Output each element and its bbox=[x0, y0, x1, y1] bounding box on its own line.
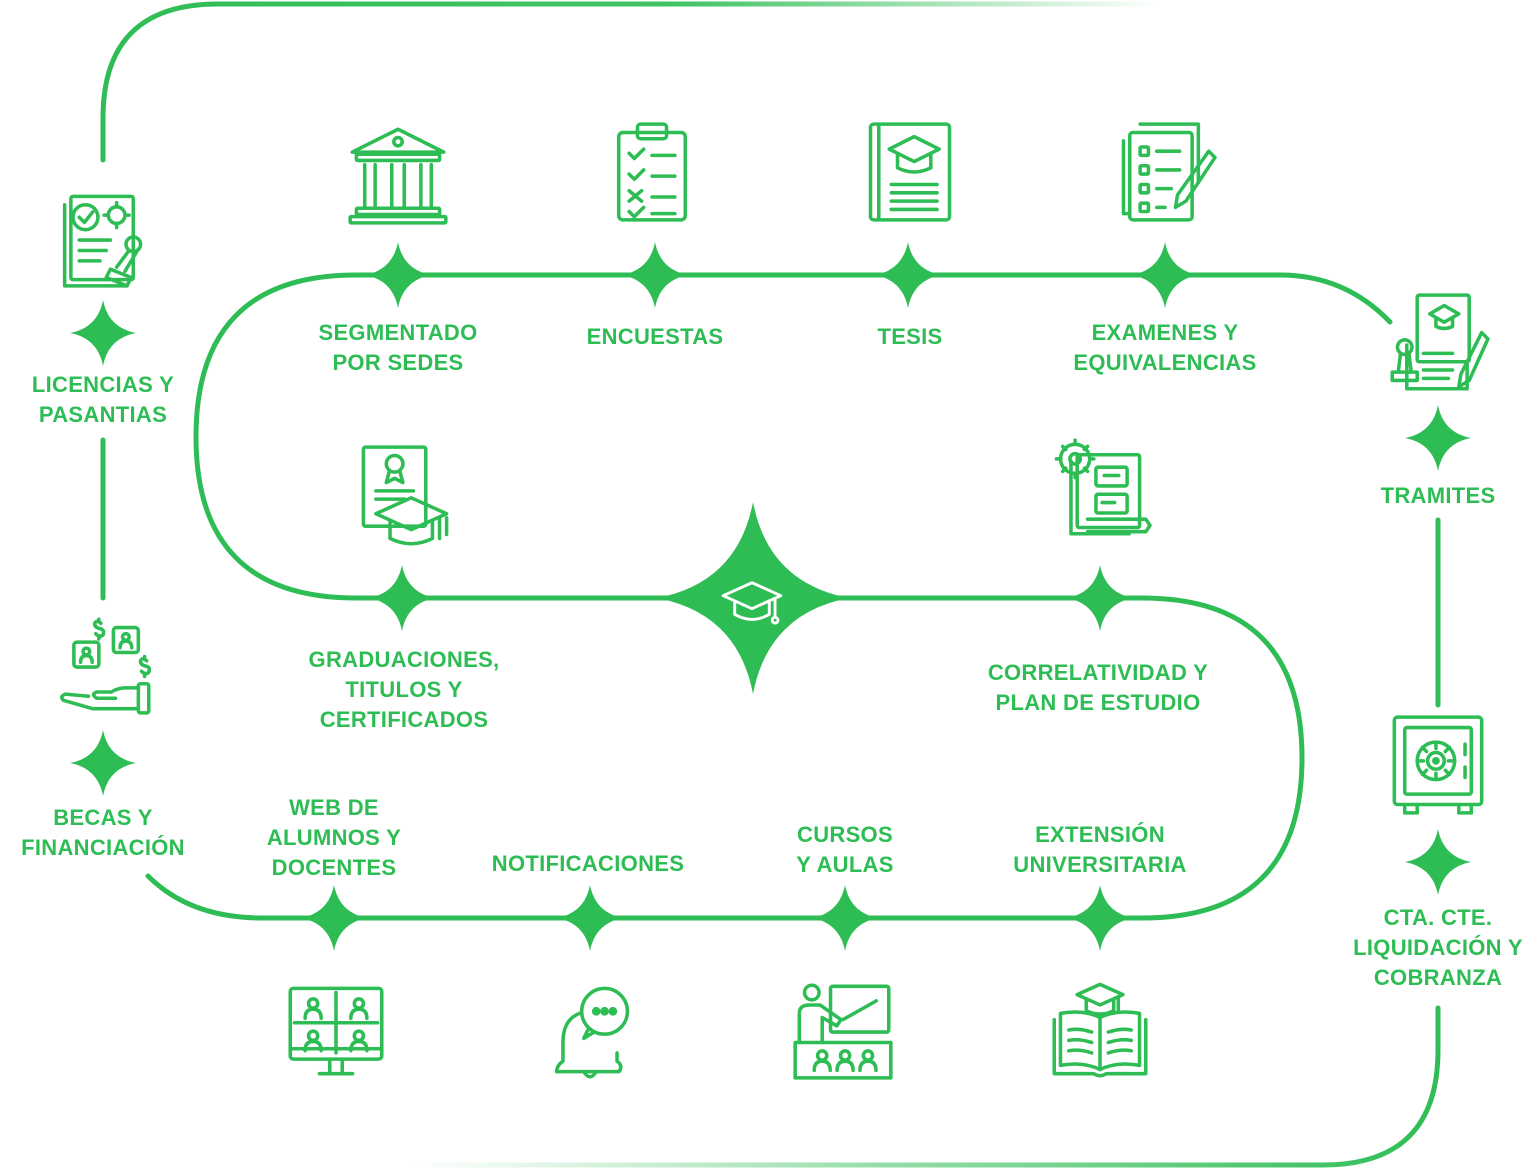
exam-paper-pencil-icon bbox=[1121, 122, 1217, 222]
outer-track bbox=[100, 1, 1441, 1168]
stage-label-line: GRADUACIONES, bbox=[308, 647, 500, 672]
university-building-icon bbox=[348, 127, 448, 225]
stage-label-line: LICENCIAS Y bbox=[31, 372, 175, 397]
video-conference-monitor-icon bbox=[288, 986, 384, 1076]
stage-label-line: EXTENSIÓN bbox=[1035, 822, 1165, 847]
safe-box-icon bbox=[1392, 715, 1484, 815]
stage-label-line: COBRANZA bbox=[1373, 965, 1503, 990]
classroom-teacher-icon bbox=[793, 983, 893, 1080]
stage-label-line: TESIS bbox=[877, 324, 943, 349]
outer-track-top bbox=[100, 1, 1163, 163]
scholarship-hand-icon bbox=[60, 617, 152, 715]
stage-label-line: CORRELATIVIDAD Y bbox=[987, 660, 1209, 685]
inner-track bbox=[145, 272, 1393, 921]
stage-label-line: WEB DE bbox=[289, 795, 379, 820]
stage-label-line: FINANCIACIÓN bbox=[21, 835, 185, 860]
thesis-book-icon bbox=[868, 122, 952, 222]
stage-label-line: PLAN DE ESTUDIO bbox=[995, 690, 1201, 715]
center-star-shape bbox=[657, 502, 849, 694]
survey-clipboard-icon bbox=[616, 122, 688, 222]
stage-label-line: TITULOS Y bbox=[345, 677, 463, 702]
stage-label-encuestas: ENCUESTAS bbox=[587, 322, 724, 352]
connector-star-licencias bbox=[70, 300, 136, 366]
connector-star-tramites bbox=[1405, 405, 1471, 471]
connector-star-ctacte bbox=[1405, 829, 1471, 895]
stage-label-tramites: TRAMITES bbox=[1381, 481, 1496, 511]
connector-star-web bbox=[301, 885, 367, 951]
stage-label-correlatividad: CORRELATIVIDAD Y PLAN DE ESTUDIO bbox=[988, 658, 1208, 718]
graduation-cap-icon bbox=[721, 581, 783, 625]
stage-label-line: CURSOS bbox=[797, 822, 893, 847]
stage-label-line: TRAMITES bbox=[1380, 483, 1496, 508]
study-plan-gear-icon bbox=[1054, 438, 1152, 536]
center-star bbox=[657, 502, 849, 694]
outer-track-bottom bbox=[407, 1005, 1441, 1168]
connector-star-becas bbox=[70, 730, 136, 796]
stage-label-cursos: CURSOS Y AULAS bbox=[796, 820, 893, 880]
connector-star-encuestas bbox=[622, 242, 688, 308]
stage-label-line: Y AULAS bbox=[796, 852, 894, 877]
stage-label-line: PASANTIAS bbox=[38, 402, 168, 427]
stage-label-line: UNIVERSITARIA bbox=[1013, 852, 1187, 877]
open-book-cap-icon bbox=[1052, 982, 1148, 1078]
inner-track-top-loop bbox=[145, 272, 1393, 921]
connector-star-examenes bbox=[1132, 242, 1198, 308]
stage-label-extension: EXTENSIÓN UNIVERSITARIA bbox=[1013, 820, 1186, 880]
stage-label-line: BECAS Y bbox=[53, 805, 153, 830]
paperwork-stamp-icon bbox=[1390, 293, 1490, 391]
stage-label-ctacte: CTA. CTE. LIQUIDACIÓN Y COBRANZA bbox=[1353, 903, 1523, 993]
stage-label-line: CTA. CTE. bbox=[1383, 905, 1493, 930]
diploma-cap-icon bbox=[361, 445, 449, 546]
stage-label-web: WEB DE ALUMNOS Y DOCENTES bbox=[267, 793, 401, 883]
connector-star-graduaciones bbox=[369, 565, 435, 631]
stage-label-graduaciones: GRADUACIONES, TITULOS Y CERTIFICADOS bbox=[309, 645, 500, 735]
connector-star-cursos bbox=[812, 885, 878, 951]
stage-label-line: ENCUESTAS bbox=[586, 324, 724, 349]
connector-star-extension bbox=[1067, 885, 1133, 951]
stage-label-line: EQUIVALENCIAS bbox=[1073, 350, 1257, 375]
stage-label-becas: BECAS Y FINANCIACIÓN bbox=[21, 803, 185, 863]
stage-label-segmentado: SEGMENTADO POR SEDES bbox=[318, 318, 477, 378]
stage-label-line: EXAMENES Y bbox=[1091, 320, 1239, 345]
stage-label-examenes: EXAMENES Y EQUIVALENCIAS bbox=[1073, 318, 1256, 378]
stage-label-line: NOTIFICACIONES bbox=[491, 851, 685, 876]
connector-stars bbox=[70, 242, 1471, 951]
stage-label-tesis: TESIS bbox=[877, 322, 942, 352]
stage-label-line: LIQUIDACIÓN Y bbox=[1353, 935, 1523, 960]
stage-label-line: DOCENTES bbox=[271, 855, 397, 880]
stage-label-line: POR SEDES bbox=[332, 350, 464, 375]
stage-icons bbox=[60, 122, 1490, 1080]
connector-star-tesis bbox=[875, 242, 941, 308]
stage-label-line: SEGMENTADO bbox=[318, 320, 478, 345]
connector-star-segmentado bbox=[365, 242, 431, 308]
stage-label-notificaciones: NOTIFICACIONES bbox=[492, 849, 684, 879]
notification-bell-icon bbox=[554, 986, 630, 1079]
stage-label-line: ALUMNOS Y bbox=[266, 825, 402, 850]
certificate-stamp-icon bbox=[62, 194, 143, 288]
connector-star-notificaciones bbox=[557, 885, 623, 951]
stage-label-licencias: LICENCIAS Y PASANTIAS bbox=[32, 370, 174, 430]
connector-star-correlatividad bbox=[1067, 565, 1133, 631]
stage-label-line: CERTIFICADOS bbox=[319, 707, 489, 732]
